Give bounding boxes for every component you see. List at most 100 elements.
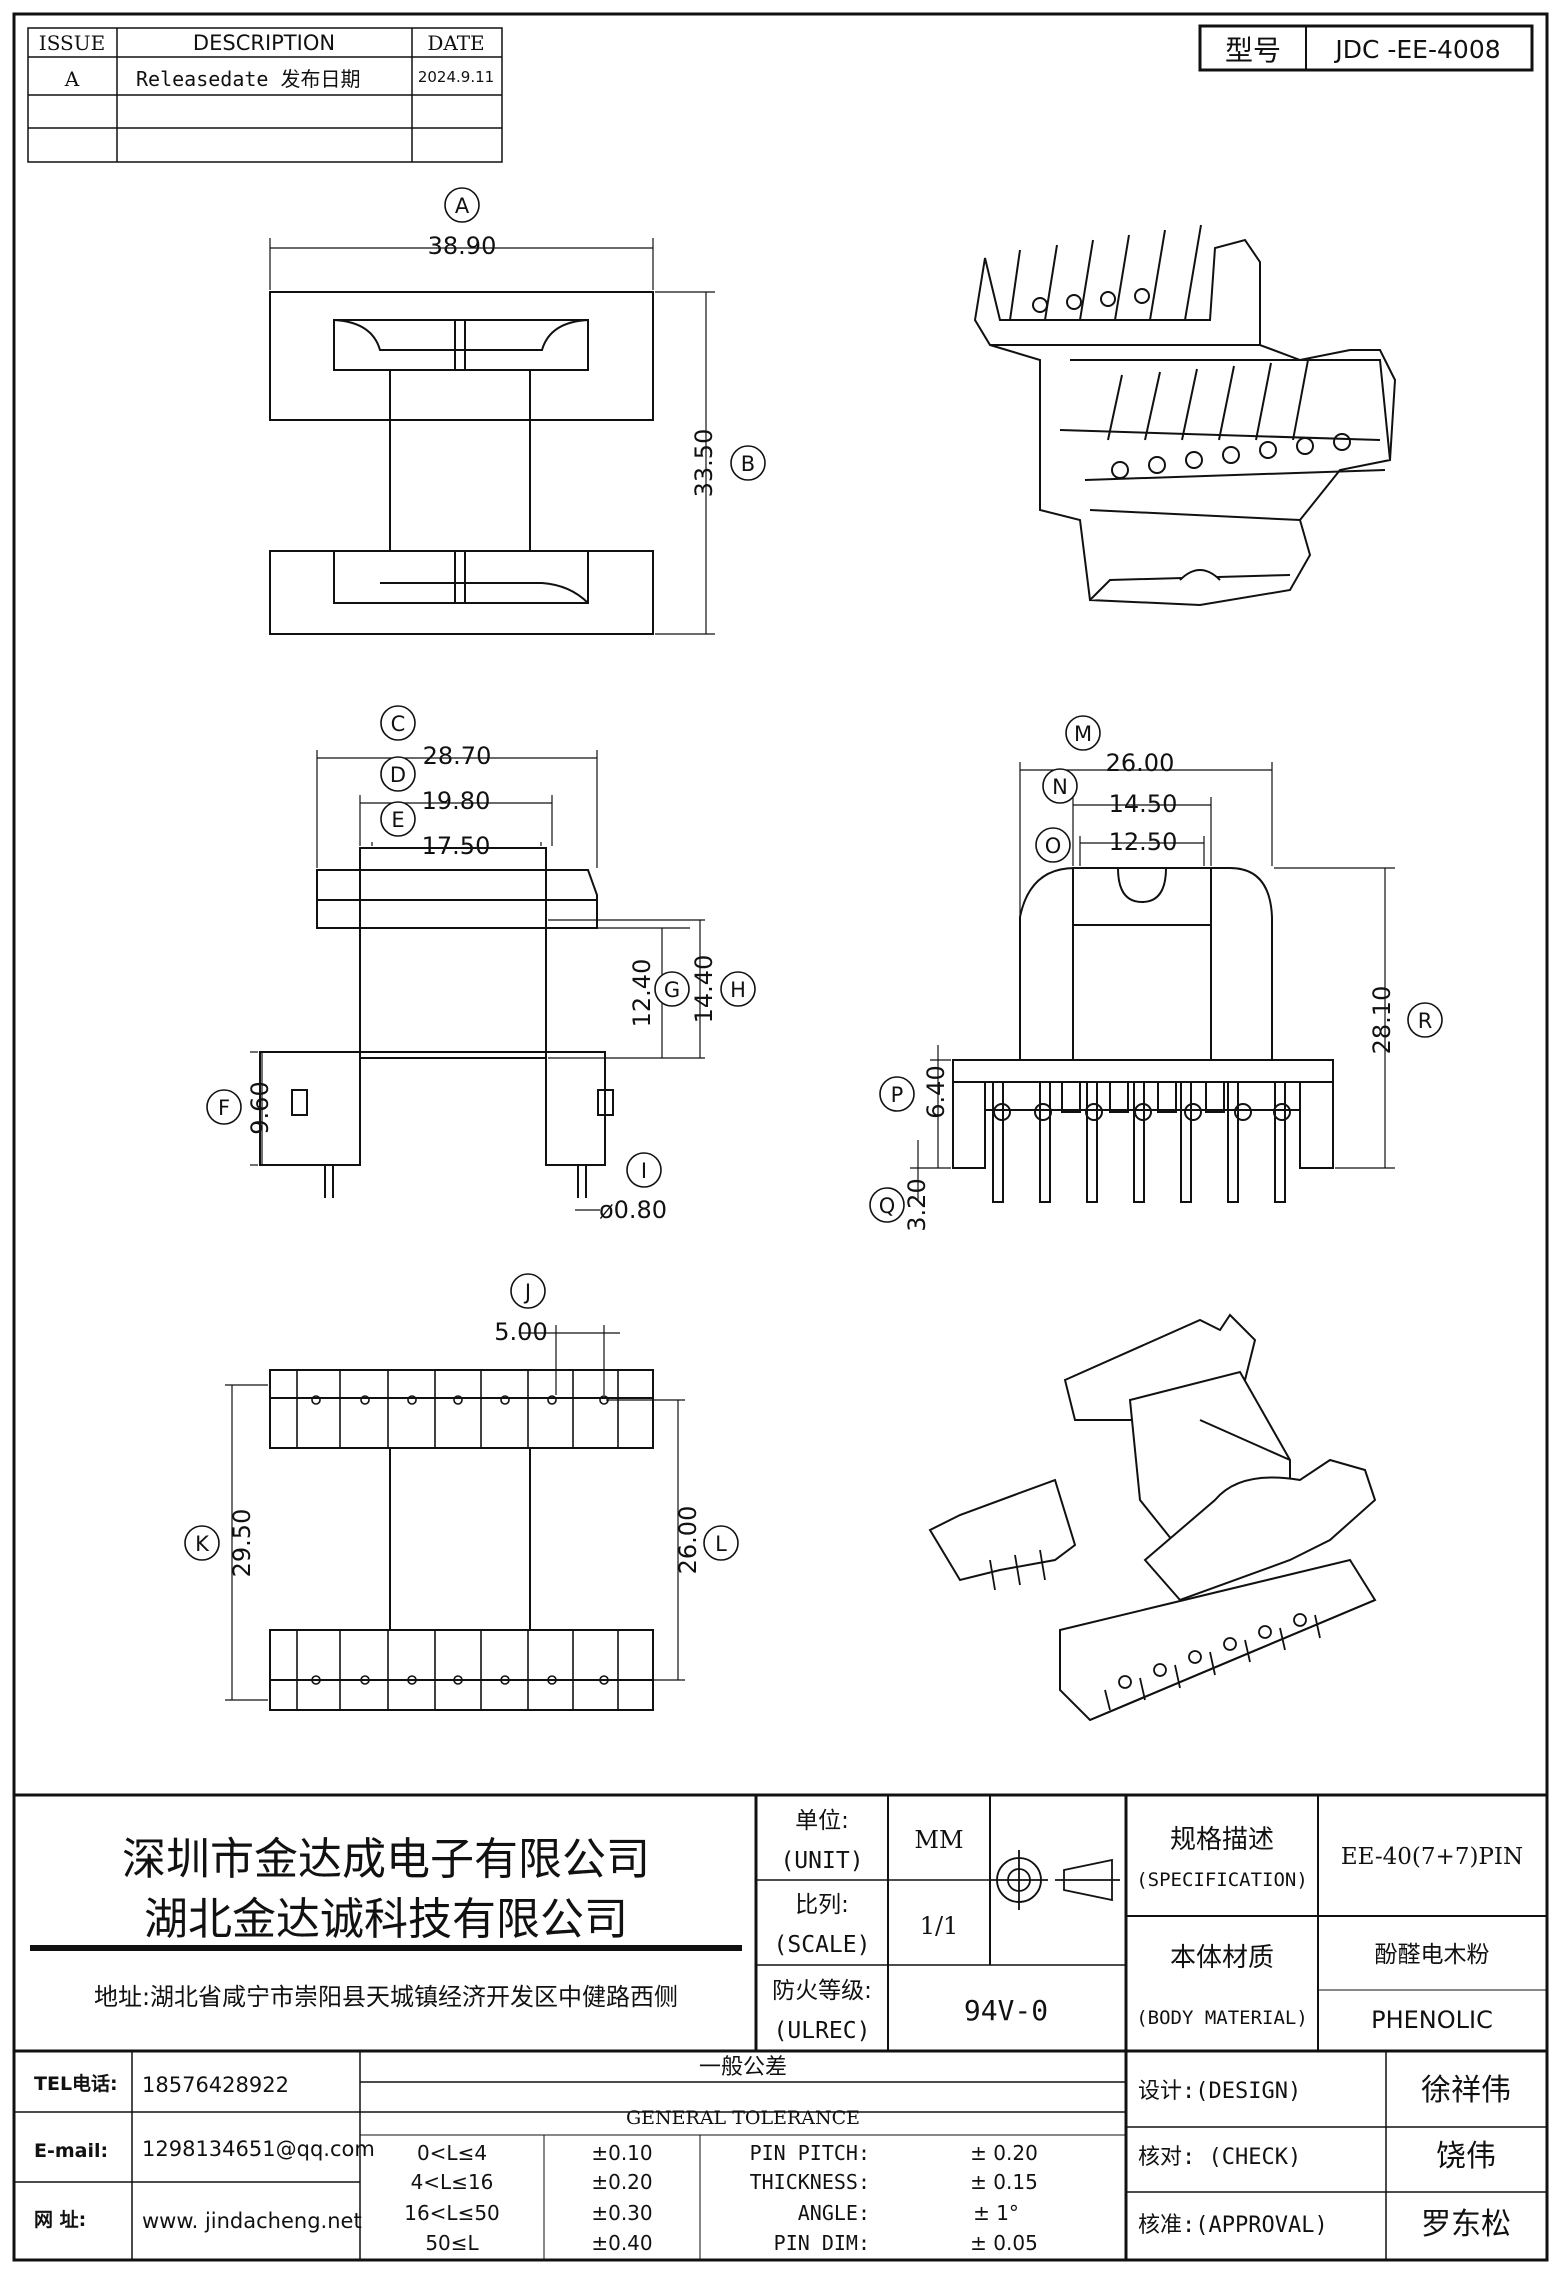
front-view-pins (992, 1081, 1291, 1203)
material-label-en: (BODY MATERIAL) (1136, 2007, 1308, 2029)
rev-header-issue: ISSUE (39, 31, 105, 55)
tag-m: M (1074, 722, 1092, 746)
company-address: 地址:湖北省咸宁市崇阳县天城镇经济开发区中健路西侧 (94, 1983, 678, 2011)
tolerance-title-cn: 一般公差 (699, 2055, 787, 2080)
dim-tag-a-bubble (444, 187, 480, 223)
dim-a-value: 38.90 (428, 232, 497, 260)
check-name: 饶伟 (1436, 2139, 1496, 2174)
tel-label: TEL电话: (34, 2072, 118, 2095)
dim-g-value: 12.40 (628, 959, 656, 1028)
dim-tag-l-bubble (703, 1525, 739, 1561)
tag-k: K (195, 1532, 210, 1556)
tag-n: N (1052, 775, 1068, 799)
dim-tag-n-bubble (1042, 768, 1078, 804)
unit-label-en: (UNIT) (780, 1848, 863, 1874)
email-value: 1298134651@qq.com (142, 2137, 375, 2161)
front-view (952, 867, 1334, 1169)
iso-bottom-pins (989, 1549, 1321, 1711)
rev-description-a: Releasedate 发布日期 (136, 67, 361, 91)
tel-value: 18576428922 (142, 2073, 289, 2097)
company-name-2: 湖北金达诚科技有限公司 (144, 1894, 628, 1945)
scale-label-en: (SCALE) (774, 1932, 871, 1958)
dim-r-value: 28.10 (1368, 986, 1396, 1055)
item-pin-dim-tol: ± 0.05 (970, 2231, 1038, 2255)
dim-h-value: 14.40 (690, 955, 718, 1024)
dim-c-value: 28.70 (423, 742, 492, 770)
item-pin-dim: PIN DIM: (774, 2231, 870, 2255)
projection-symbol (990, 1850, 1120, 1910)
tag-h: H (730, 978, 746, 1002)
dim-l-value: 26.00 (674, 1506, 702, 1575)
item-pin-pitch: PIN PITCH: (750, 2141, 870, 2165)
tag-b: B (741, 452, 755, 476)
dim-k-value: 29.50 (228, 1509, 256, 1578)
range-3: 16<L≤50 (404, 2201, 500, 2225)
dim-i-value: ø0.80 (599, 1196, 667, 1224)
dim-b-value: 33.50 (690, 429, 718, 498)
dim-tag-o-bubble (1035, 827, 1071, 863)
spec-label-cn: 规格描述 (1170, 1825, 1274, 1855)
dim-tag-b-bubble (730, 445, 766, 481)
spec-value: EE-40(7+7)PIN (1341, 1844, 1523, 1870)
dim-tag-h-bubble (720, 971, 756, 1007)
dim-tag-q-bubble (869, 1187, 905, 1223)
unit-value: MM (914, 1826, 963, 1854)
design-name: 徐祥伟 (1421, 2073, 1511, 2108)
ul-label-cn: 防火等级: (772, 1978, 872, 2004)
tag-l: L (715, 1532, 727, 1556)
dim-tag-j-bubble (510, 1273, 546, 1309)
tag-p: P (891, 1083, 904, 1107)
rev-date-a: 2024.9.11 (418, 68, 494, 86)
email-label: E-mail: (34, 2140, 108, 2162)
ul-label-en: (ULREC) (774, 2018, 871, 2044)
material-value-en: PHENOLIC (1371, 2006, 1493, 2034)
tag-f: F (218, 1096, 230, 1120)
tag-j: J (523, 1280, 531, 1304)
web-value: www. jindacheng.net (142, 2209, 362, 2233)
rev-header-date: DATE (427, 31, 484, 55)
model-box (1198, 24, 1534, 72)
dim-m-value: 26.00 (1106, 749, 1175, 777)
tag-i: I (641, 1159, 647, 1183)
dim-tag-p-bubble (879, 1076, 915, 1112)
item-thickness: THICKNESS: (750, 2170, 870, 2194)
design-label: 设计:(DESIGN) (1138, 2079, 1301, 2104)
item-angle: ANGLE: (798, 2201, 870, 2225)
dim-tag-g-bubble (654, 971, 690, 1007)
tolerance-items: PIN PITCH: ± 0.20 THICKNESS: ± 0.15 ANGL… (750, 2141, 1038, 2255)
item-thickness-tol: ± 0.15 (970, 2170, 1038, 2194)
model-label: 型号 (1225, 34, 1281, 67)
dim-tag-r-bubble (1407, 1002, 1443, 1038)
dim-n-value: 14.50 (1109, 790, 1178, 818)
dim-j-value: 5.00 (494, 1318, 547, 1346)
tag-a: A (455, 194, 470, 218)
range-2: 4<L≤16 (411, 2170, 494, 2194)
tag-e: E (391, 808, 404, 832)
material-label-cn: 本体材质 (1170, 1943, 1274, 1973)
dim-tag-k-bubble (184, 1525, 220, 1561)
item-pin-pitch-tol: ± 0.20 (970, 2141, 1038, 2165)
tag-g: G (664, 978, 680, 1002)
dim-tag-e-bubble (380, 801, 416, 837)
scale-label-cn: 比列: (795, 1892, 849, 1918)
company-name-1: 深圳市金达成电子有限公司 (122, 1834, 650, 1885)
dim-p-value: 6.40 (922, 1065, 950, 1118)
range-1-tol: ±0.10 (591, 2141, 652, 2165)
iso-view-bottom (928, 1313, 1377, 1722)
bottom-view-pins (296, 1370, 619, 1710)
model-value: JDC -EE-4008 (1333, 35, 1500, 64)
iso-top-pins (1009, 224, 1351, 479)
title-block-grid (14, 1793, 1547, 2260)
dim-tag-m-bubble (1065, 715, 1101, 751)
tolerance-ranges: 0<L≤4 ±0.10 4<L≤16 ±0.20 16<L≤50 ±0.30 5… (404, 2141, 652, 2255)
dim-e-value: 17.50 (422, 832, 491, 860)
dimension-tag-labels: A B C D E F G H I J K L M N O P Q R (195, 194, 1432, 1556)
dim-q-value: 3.20 (903, 1178, 931, 1231)
rev-header-description: DESCRIPTION (193, 31, 335, 55)
range-1: 0<L≤4 (417, 2141, 487, 2165)
spec-label-en: (SPECIFICATION) (1136, 1869, 1308, 1891)
dimension-tags (184, 187, 1443, 1561)
dim-tag-f-bubble (206, 1089, 242, 1125)
web-label: 网 址: (34, 2209, 86, 2231)
